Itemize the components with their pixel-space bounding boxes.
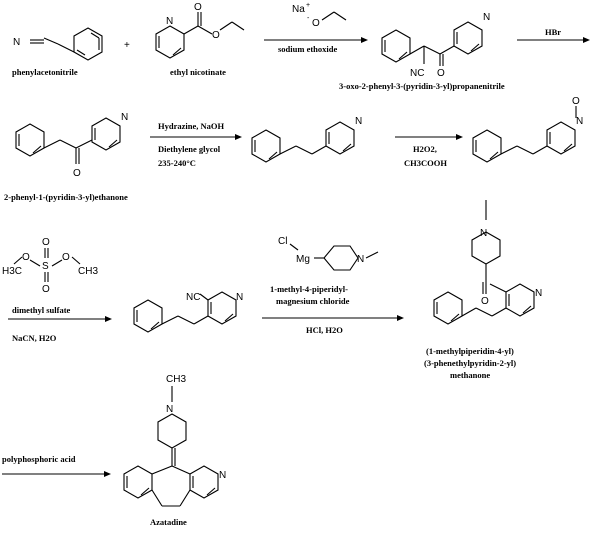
cyanopyridine-n: N <box>236 292 243 303</box>
product-label-line1: (1-methylpiperidin-4-yl) <box>426 346 514 356</box>
n-oxide-n: N <box>576 116 583 127</box>
dimethyl-sulfate-structure: O S O O H3C O CH3 <box>2 237 98 295</box>
sulfate-o-bottom: O <box>42 284 50 295</box>
oxo-nitrile-structure: NC O N <box>381 12 490 79</box>
azatadine-pyridine-n: N <box>219 470 226 481</box>
reagent-ppa: polyphosphoric acid <box>2 454 76 464</box>
reagent-sodium-ethoxide: sodium ethoxide <box>278 44 337 54</box>
azatadine-n: N <box>166 404 173 415</box>
azatadine-structure: CH3 N N <box>123 374 226 507</box>
ethoxide-bond-2 <box>333 11 347 21</box>
nitrile-n-label: N <box>13 37 20 48</box>
grignard-label-line1: 1-methyl-4-piperidyl- <box>270 284 348 294</box>
reagent-hbr: HBr <box>545 27 561 37</box>
sulfate-o-left: O <box>22 252 30 263</box>
reagent-hydrazine: Hydrazine, NaOH <box>158 121 224 131</box>
ethoxide-bond <box>321 11 335 21</box>
ethoxide-o: O <box>312 18 320 29</box>
sulfate-s: S <box>42 261 49 272</box>
phenylacetonitrile-label: phenylacetonitrile <box>12 67 78 77</box>
sulfate-o-right: O <box>62 252 70 263</box>
oxo-nitrile-n: N <box>483 12 490 23</box>
arrow-3-head <box>235 134 242 140</box>
oxo-o: O <box>437 68 445 79</box>
arrow-5-head <box>105 316 112 322</box>
reagent-diethylene-glycol: Diethylene glycol <box>158 144 221 154</box>
ketone-label: 2-phenyl-1-(pyridin-3-yl)ethanone <box>4 192 128 202</box>
azatadine-label: Azatadine <box>150 517 187 527</box>
product-piperidine-n: N <box>480 228 487 239</box>
ethyl-nicotinate-label: ethyl nicotinate <box>170 67 226 77</box>
phenethylpyridine-structure: N <box>251 116 362 163</box>
azatadine-ch3: CH3 <box>166 374 186 385</box>
product-pyridine-n: N <box>535 288 542 299</box>
product-label-line3: methanone <box>450 370 490 380</box>
reagent-ch3cooh: CH3COOH <box>404 158 447 168</box>
reagent-h2o2: H2O2, <box>413 144 437 154</box>
ketone-o: O <box>73 168 81 179</box>
ketone-n: N <box>121 112 128 123</box>
grignard-cl: Cl <box>278 236 287 247</box>
arrow-2-head <box>583 37 590 43</box>
sulfate-o-top: O <box>42 237 50 248</box>
phenethylpyridine-n: N <box>355 116 362 127</box>
o-charge: - <box>307 15 310 22</box>
oxo-nitrile-nc: NC <box>410 68 424 79</box>
arrow-7-head <box>104 471 111 477</box>
product-o: O <box>481 296 489 307</box>
ketone-structure: O N <box>15 112 128 179</box>
h3c-left: H3C <box>2 266 22 277</box>
ester-carbonyl-o: O <box>194 2 202 13</box>
pyridine-n: N <box>166 16 173 27</box>
product-label-line2: (3-phenethylpyridin-2-yl) <box>424 358 516 368</box>
grignard-label-line2: magnesium chloride <box>276 296 350 306</box>
ketone-product-structure: N O N <box>433 200 542 325</box>
arrow-1-head <box>361 37 368 43</box>
oxo-nitrile-label: 3-oxo-2-phenyl-3-(pyridin-3-yl)propaneni… <box>339 81 505 91</box>
phenylacetonitrile-structure: N <box>13 27 103 61</box>
plus-sign: + <box>124 40 130 51</box>
n-oxide-structure: O N <box>472 96 583 163</box>
reagent-nacn: NaCN, H2O <box>12 333 57 343</box>
ch3-right: CH3 <box>78 266 98 277</box>
ester-o: O <box>212 30 220 41</box>
ethyl-nicotinate-structure: O O N <box>155 2 245 59</box>
reagent-dimethyl-sulfate: dimethyl sulfate <box>12 305 71 315</box>
cyanopyridine-structure: NC N <box>133 291 243 333</box>
grignard-structure: Cl Mg N <box>278 236 379 271</box>
grignard-mg: Mg <box>296 254 310 265</box>
cyano-nc: NC <box>186 292 200 303</box>
arrow-4-head <box>456 134 463 140</box>
reagent-temperature: 235-240°C <box>158 158 196 168</box>
n-oxide-o: O <box>572 96 580 107</box>
na-charge: + <box>306 2 310 9</box>
reagent-hcl: HCl, H2O <box>306 325 343 335</box>
na-symbol: Na <box>292 4 305 15</box>
arrow-6-head <box>397 315 404 321</box>
grignard-n: N <box>357 254 364 265</box>
